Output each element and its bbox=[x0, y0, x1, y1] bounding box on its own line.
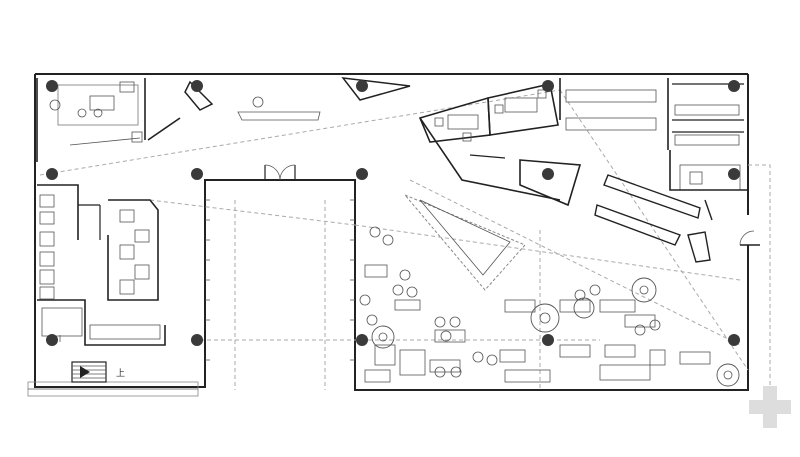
column-icon bbox=[46, 80, 740, 346]
plus-icon bbox=[749, 386, 791, 428]
tree-icon bbox=[371, 277, 740, 387]
lounge-furniture bbox=[359, 226, 711, 383]
angled-partitions bbox=[184, 77, 411, 121]
meeting-rooms bbox=[418, 83, 582, 207]
office-top-left bbox=[36, 78, 181, 162]
atrium-feature bbox=[404, 194, 526, 291]
stair-icon bbox=[71, 361, 107, 383]
stair-label: 上 bbox=[116, 368, 126, 378]
reception-counters bbox=[594, 164, 771, 390]
dashed-guides bbox=[39, 89, 749, 390]
restrooms bbox=[37, 184, 166, 346]
central-atrium bbox=[205, 164, 355, 361]
workstation-area bbox=[559, 78, 748, 191]
